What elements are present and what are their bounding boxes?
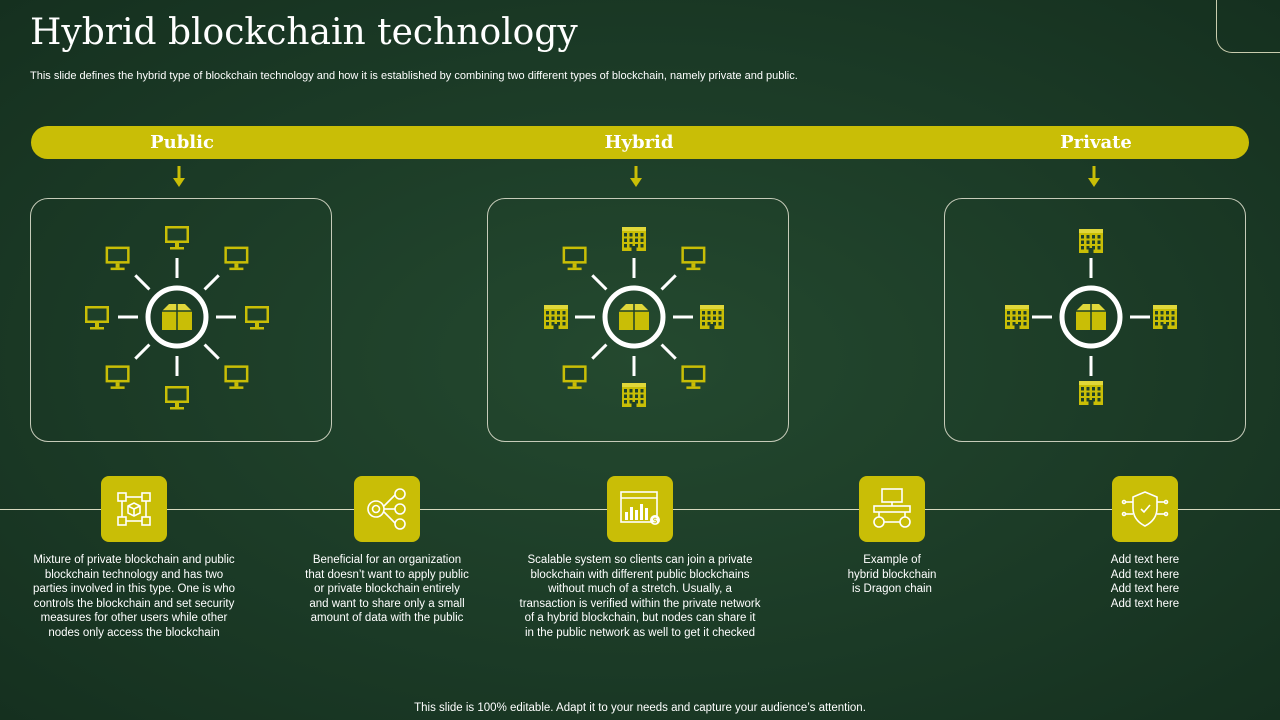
page-title: Hybrid blockchain technology	[30, 12, 578, 53]
cube-icon	[1059, 285, 1123, 349]
building-icon	[622, 383, 646, 407]
building-icon	[544, 305, 568, 329]
building-icon	[1153, 305, 1177, 329]
arrow-down-icon	[1088, 166, 1100, 187]
building-icon	[1079, 381, 1103, 405]
building-icon	[1005, 305, 1029, 329]
hybrid-network-panel	[487, 198, 789, 442]
footer-note: This slide is 100% editable. Adapt it to…	[414, 702, 866, 714]
feature-text-placeholder: Add text here Add text here Add text her…	[1110, 554, 1180, 610]
building-icon	[622, 227, 646, 251]
corner-decoration	[1216, 0, 1280, 53]
monitor-icon	[105, 246, 130, 271]
page-subtitle: This slide defines the hybrid type of bl…	[30, 70, 798, 82]
security-shield-icon	[1112, 476, 1178, 542]
cube-icon	[602, 285, 666, 349]
connector-line	[591, 274, 608, 291]
connector-line	[134, 274, 151, 291]
banner-label-hybrid: Hybrid	[604, 132, 674, 153]
blockchain-network-icon	[101, 476, 167, 542]
monitor-icon	[224, 365, 249, 389]
monitor-icon	[562, 365, 587, 389]
building-icon	[1079, 229, 1103, 253]
monitor-icon	[224, 246, 249, 271]
connected-devices-icon	[859, 476, 925, 542]
connector-line	[134, 343, 151, 360]
connector-line	[591, 343, 608, 360]
user-network-icon	[354, 476, 420, 542]
monitor-icon	[245, 306, 269, 330]
building-icon	[700, 305, 724, 329]
monitor-icon	[681, 246, 706, 271]
arrow-down-icon	[630, 166, 642, 187]
feature-text-example: Example of hybrid blockchain is Dragon c…	[847, 554, 937, 595]
arrow-down-icon	[173, 166, 185, 187]
monitor-icon	[562, 246, 587, 271]
private-network-panel	[944, 198, 1246, 442]
connector-line	[660, 274, 677, 291]
monitor-icon	[165, 226, 189, 250]
banner-label-public: Public	[150, 132, 214, 153]
feature-text-scalable: Scalable system so clients can join a pr…	[519, 554, 761, 639]
monitor-icon	[681, 365, 706, 389]
connector-line	[203, 274, 220, 291]
feature-text-public: Mixture of private blockchain and public…	[33, 554, 235, 639]
svg-text:$: $	[652, 516, 657, 525]
monitor-icon	[105, 365, 130, 389]
banner-label-private: Private	[1060, 132, 1132, 153]
dashboard-chart-icon: $	[607, 476, 673, 542]
feature-text-benefit: Beneficial for an organization that does…	[305, 554, 469, 624]
monitor-icon	[85, 306, 109, 330]
connector-line	[660, 343, 677, 360]
monitor-icon	[165, 386, 189, 410]
connector-line	[203, 343, 220, 360]
public-network-panel	[30, 198, 332, 442]
cube-icon	[145, 285, 209, 349]
category-banner	[31, 126, 1249, 159]
